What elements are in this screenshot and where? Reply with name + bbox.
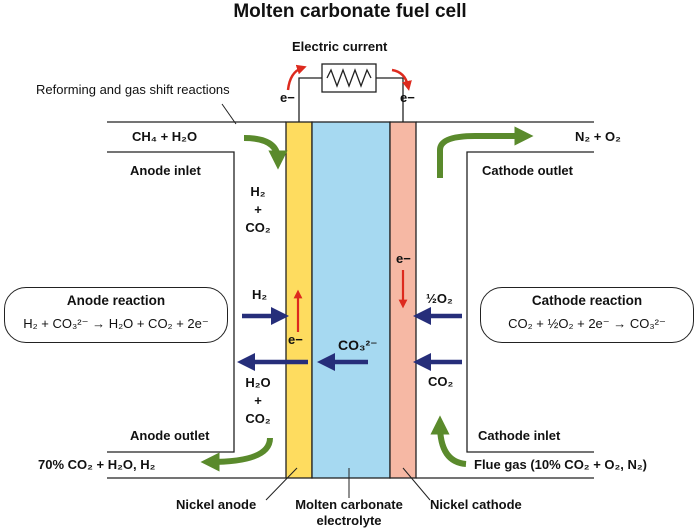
- half-o2-label: ½O₂: [426, 291, 453, 306]
- anode-electron-label: e−: [288, 332, 303, 347]
- cathode-inlet-label: Cathode inlet: [478, 428, 561, 443]
- h2o-plus-co2-stack: H₂O + CO₂: [238, 374, 278, 428]
- diagram-title: Molten carbonate fuel cell: [233, 1, 467, 22]
- anode-outlet-label: Anode outlet: [130, 428, 210, 443]
- reforming-label: Reforming and gas shift reactions: [36, 82, 230, 97]
- anode-reaction-box: Anode reaction H₂ + CO₃²⁻ → H₂O + CO₂ + …: [4, 287, 228, 343]
- h2-text: H₂: [250, 184, 266, 199]
- anode-reaction-formula: H₂ + CO₃²⁻ → H₂O + CO₂ + 2e⁻: [23, 316, 209, 331]
- anode-reaction-heading: Anode reaction: [66, 293, 166, 308]
- cathode-reaction-box: Cathode reaction CO₂ + ½O₂ + 2e⁻ → CO₃²⁻: [480, 287, 694, 343]
- external-circuit: [298, 63, 404, 122]
- flue-gas-label: Flue gas (10% CO₂ + O₂, N₂): [474, 457, 648, 472]
- anode-inlet-arrow: [243, 135, 288, 170]
- electrolyte-label: Molten carbonate electrolyte: [279, 497, 419, 529]
- co2-text: CO₂: [245, 220, 271, 235]
- cathode-electron-label: e−: [396, 251, 411, 266]
- electron-right-label: e−: [400, 90, 415, 105]
- cathode-reaction-heading: Cathode reaction: [531, 293, 643, 308]
- plus-text: +: [254, 202, 262, 217]
- h2-plus-co2-stack: H₂ + CO₂: [240, 183, 276, 237]
- anode-outlet-arrow: [200, 437, 273, 472]
- nickel-cathode-label: Nickel cathode: [430, 497, 522, 512]
- cathode-reaction-formula: CO₂ + ½O₂ + 2e⁻ → CO₃²⁻: [508, 316, 666, 331]
- cathode-outlet-arrow: [437, 126, 534, 178]
- nickel-cathode-layer: [389, 121, 417, 479]
- electrolyte-line-1: Molten carbonate: [295, 497, 403, 512]
- co2-text: CO₂: [245, 411, 271, 426]
- h2-label: H₂: [252, 287, 268, 302]
- electrolyte-line-2: electrolyte: [316, 513, 382, 528]
- plus-text: +: [254, 393, 262, 408]
- current-arrow-left: [286, 64, 307, 91]
- nickel-anode-label: Nickel anode: [176, 497, 257, 512]
- electron-left-label: e−: [280, 90, 295, 105]
- anode-exhaust-label: 70% CO₂ + H₂O, H₂: [38, 457, 156, 472]
- anode-inlet-label: Anode inlet: [130, 163, 201, 178]
- carbonate-ion-label: CO₃²⁻: [338, 337, 378, 353]
- h2o-text: H₂O: [245, 375, 271, 390]
- co2-cathode-label: CO₂: [428, 374, 454, 389]
- cathode-outlet-label: Cathode outlet: [482, 163, 573, 178]
- electric-current-label: Electric current: [292, 39, 388, 54]
- electrolyte-layer: [311, 121, 391, 479]
- n2-o2-label: N₂ + O₂: [575, 129, 621, 144]
- cathode-inlet-arrow: [430, 415, 467, 467]
- label-leaders: [265, 467, 431, 501]
- chamber-outlines: [107, 121, 594, 479]
- current-arrow-right: [391, 68, 412, 91]
- reforming-leader-line: [221, 103, 237, 125]
- ch4-h2o-label: CH₄ + H₂O: [132, 129, 198, 144]
